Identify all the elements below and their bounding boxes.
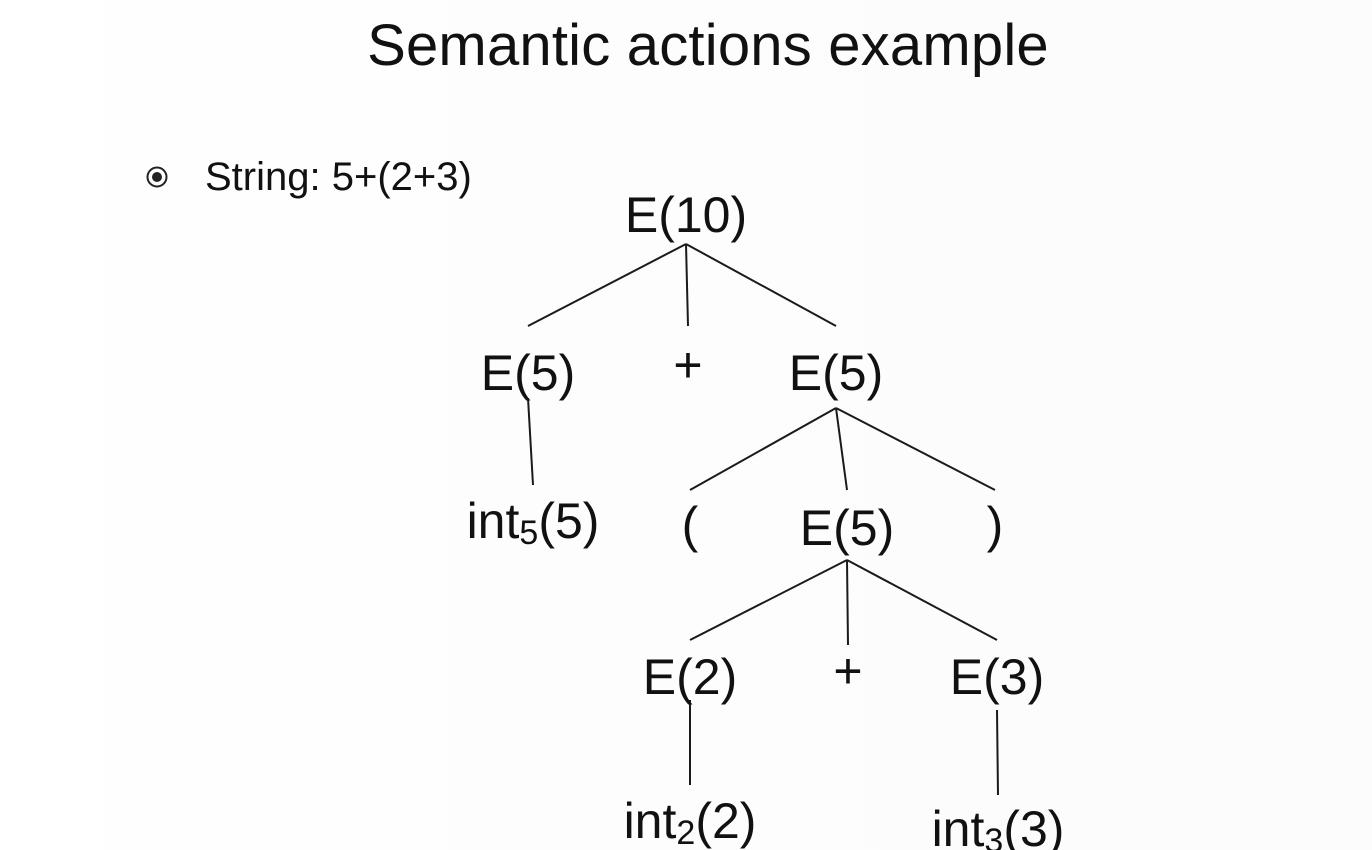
tree-edge-e_mid-e3	[846, 559, 998, 641]
tree-node-e_mid: E(5)	[800, 500, 894, 556]
tree-node-int3: int3(3)	[932, 801, 1065, 850]
tree-nodes: E(10) E(5) + E(5) int5(5) ( E(5)) E(2) + E(3) int2…	[467, 187, 1065, 850]
tree-node-lparen: (	[682, 497, 699, 553]
tree-node-rparen: )	[987, 497, 1004, 553]
tree-edge-e_right-lparen	[689, 407, 837, 491]
tree-node-e_right: E(5)	[789, 345, 883, 401]
tree-edge-root-e_left	[527, 243, 687, 327]
tree-node-int5: int5(5)	[467, 493, 600, 552]
tree-edge-root-e_right	[685, 243, 837, 327]
tree-node-root: E(10)	[625, 187, 747, 243]
tree-edges	[527, 243, 999, 796]
slide-title: Semantic actions example	[367, 13, 1049, 78]
tree-edge-e3-int3	[996, 709, 999, 796]
tree-edge-e_right-rparen	[835, 407, 996, 491]
bullet-text: String: 5+(2+3)	[205, 154, 472, 199]
tree-node-e_left: E(5)	[481, 345, 575, 401]
tree-node-int2: int2(2)	[624, 793, 757, 850]
tree-edge-root-plus_top	[685, 243, 689, 327]
tree-node-plus_top: +	[673, 337, 702, 393]
tree-node-plus_low: +	[833, 643, 862, 699]
tree-node-e3: E(3)	[950, 649, 1044, 705]
bullet-item: String: 5+(2+3)	[145, 152, 472, 202]
tree-node-e2: E(2)	[643, 649, 737, 705]
tree-edge-e_mid-e2	[689, 559, 848, 641]
radio-bullet-icon	[145, 165, 169, 189]
tree-edge-e_right-e_mid	[835, 407, 848, 491]
tree-edge-e_mid-plus_low	[846, 559, 849, 646]
tree-edge-e_left-int5	[527, 397, 534, 486]
